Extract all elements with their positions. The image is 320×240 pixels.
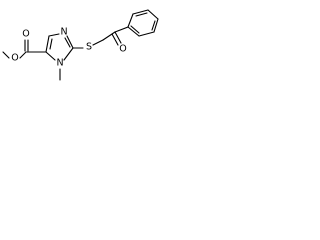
atom-labels: O O N N S O <box>11 27 126 69</box>
bond-co-o-b <box>111 33 119 46</box>
bond-c2-n3-a <box>66 35 74 49</box>
bond-s-ch2 <box>92 39 104 46</box>
bond-ph-inner-b <box>151 20 156 31</box>
bond-ph-5-6 <box>138 31 155 37</box>
bond-methyl-o <box>2 51 10 59</box>
chemical-structure-diagram: O O N N S O <box>2 9 159 81</box>
bond-ph-1-2 <box>127 13 134 28</box>
bond-c4-c5-a <box>45 35 50 53</box>
atom-ring-n-methyl: N <box>56 58 63 69</box>
bond-o-carbonyl-c <box>19 51 27 59</box>
bond-ph-4-5 <box>153 18 159 33</box>
bond-ph-2-3 <box>132 9 149 15</box>
bond-ph-inner-c <box>130 25 140 34</box>
bond-n1-c2 <box>63 47 74 61</box>
bonds <box>2 9 159 81</box>
atom-ketone-o: O <box>119 44 126 55</box>
bond-c4-c5-b <box>49 38 53 50</box>
bond-ph-3-4 <box>147 9 159 20</box>
atom-sulfur: S <box>86 42 92 53</box>
bond-ph-6-1 <box>127 26 140 37</box>
bond-c2-n3-b <box>64 37 71 48</box>
bond-c5-n1 <box>45 51 56 61</box>
atom-ring-n: N <box>60 27 67 38</box>
bond-co-o-a <box>114 31 122 44</box>
atom-ester-o-methyl: O <box>11 53 18 64</box>
bond-ph-inner-a <box>135 12 148 17</box>
bond-ch2-co <box>102 31 116 41</box>
bond-n3-c4 <box>48 33 60 37</box>
bond-co-phenyl <box>114 26 129 33</box>
atom-ester-o-carbonyl: O <box>22 29 29 40</box>
